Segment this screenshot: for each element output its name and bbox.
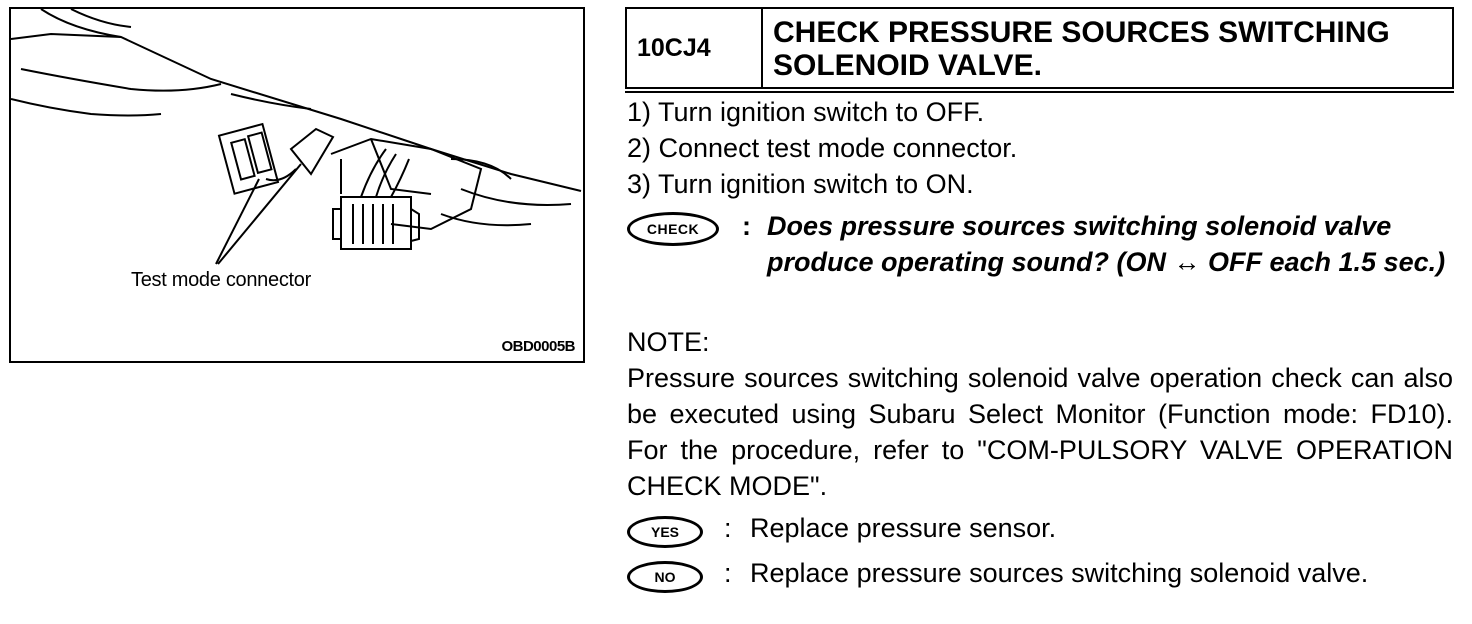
no-colon: : [724,558,732,588]
instruction-item: 3) Turn ignition switch to ON. [627,169,974,199]
note-label: NOTE: [627,327,710,357]
yes-badge: YES [627,516,703,548]
test-mode-connector-drawing [11,9,582,265]
instruction-list: 1) Turn ignition switch to OFF. 2) Conne… [627,94,1017,202]
instruction-item: 1) Turn ignition switch to OFF. [627,97,985,127]
illustration-panel: Test mode connector OBD0005B [9,7,585,363]
step-header: 10CJ4 CHECK PRESSURE SOURCES SWITCHING S… [625,7,1454,89]
figure-code: OBD0005B [501,338,575,355]
figure-caption: Test mode connector [131,269,311,291]
check-colon: : [742,211,751,241]
no-answer: Replace pressure sources switching solen… [750,558,1369,588]
instruction-item: 2) Connect test mode connector. [627,133,1018,163]
no-badge: NO [627,561,703,593]
yes-answer: Replace pressure sensor. [750,513,1057,543]
step-title-line2: SOLENOID VALVE. [773,49,1042,82]
yes-colon: : [724,513,732,543]
step-code: 10CJ4 [627,9,763,87]
note-body: Pressure sources switching solenoid valv… [627,363,1453,501]
header-rule [625,91,1454,93]
step-title: CHECK PRESSURE SOURCES SWITCHING SOLENOI… [763,9,1452,87]
check-question: Does pressure sources switching solenoid… [767,211,1446,277]
step-title-line1: CHECK PRESSURE SOURCES SWITCHING [773,16,1390,49]
check-badge: CHECK [627,212,719,246]
